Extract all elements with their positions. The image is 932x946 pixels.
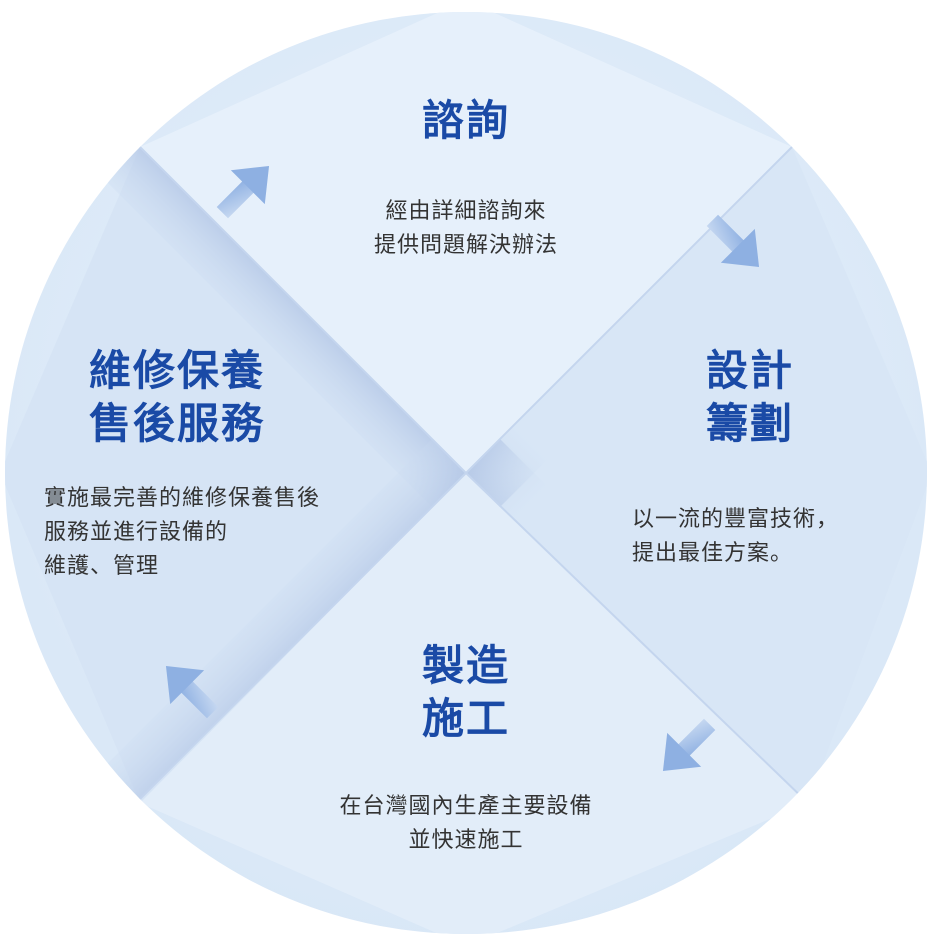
quadrant-manufacture	[140, 473, 808, 934]
arrow-down-left-icon	[662, 718, 716, 772]
fold-line-se	[465, 472, 809, 804]
maintenance-title: 維修保養 售後服務	[88, 346, 265, 448]
maintenance-description: 實施最完善的維修保養售後 服務並進行設備的 維護、管理	[44, 486, 321, 580]
manufacture-title: 製造 施工	[421, 641, 510, 743]
fold-line-nw	[129, 136, 467, 474]
quadrant-maintenance	[5, 147, 466, 803]
fold-shadow-ne	[466, 139, 834, 507]
quadrant-design	[466, 147, 927, 803]
consult-title: 諮詢	[421, 96, 510, 145]
consult-description: 經由詳細諮詢來 提供問題解決辦法	[373, 199, 558, 259]
quadrant-consult	[140, 12, 792, 473]
arrow-up-left-icon	[165, 665, 219, 719]
design-title: 設計 籌劃	[705, 346, 794, 448]
arrow-up-right-icon	[216, 165, 270, 219]
design-description: 以一流的豐富技術， 提出最佳方案。	[632, 507, 840, 567]
fold-shadow-sw	[90, 439, 466, 815]
fold-line-sw	[135, 472, 467, 804]
fold-line-ne	[465, 142, 797, 474]
fold-shadow-se	[466, 439, 842, 815]
manufacture-description: 在台灣國內生產主要設備 並快速施工	[339, 794, 593, 854]
fold-shadow-nw	[86, 127, 466, 507]
arrow-down-right-icon	[706, 214, 760, 268]
